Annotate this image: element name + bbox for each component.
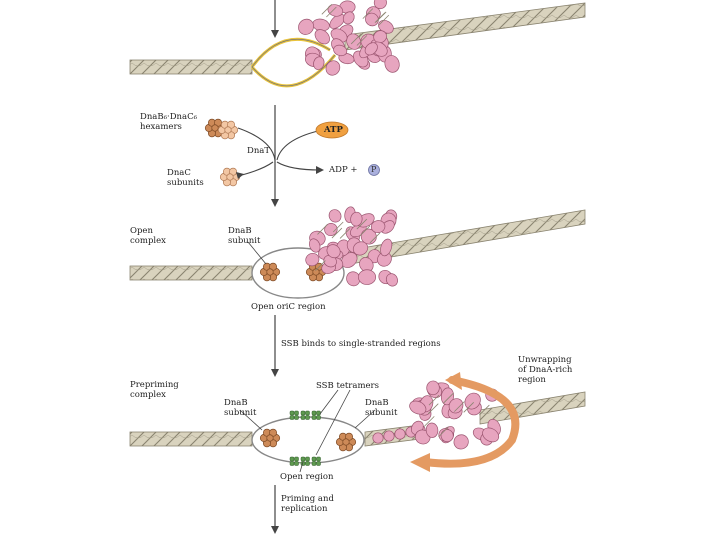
dnaa-bead bbox=[394, 428, 406, 440]
ssb-subunit bbox=[294, 461, 299, 466]
open-oric-region-label: Open oriC region bbox=[251, 302, 326, 312]
stage-4 bbox=[129, 372, 586, 473]
dnaa-protein-cluster-icon bbox=[409, 380, 501, 450]
dnaa-protein bbox=[482, 427, 500, 443]
ssb-subunit bbox=[305, 410, 310, 416]
dnaa-protein bbox=[373, 0, 387, 10]
dnaa-protein bbox=[426, 380, 440, 396]
dnaa-protein bbox=[453, 434, 469, 450]
open-bubble bbox=[250, 37, 337, 88]
ssb-subunit bbox=[300, 415, 306, 420]
dnaa-protein bbox=[370, 220, 386, 234]
ssb-subunit bbox=[289, 456, 295, 462]
atp-label: ATP bbox=[324, 125, 343, 135]
dnab-hexamer-icon bbox=[259, 428, 281, 448]
ssb-subunit bbox=[294, 410, 299, 416]
dnaa-protein bbox=[328, 209, 342, 223]
ssb-subunit bbox=[300, 410, 306, 416]
stage-2 bbox=[204, 118, 380, 187]
dnaa-protein bbox=[440, 429, 454, 443]
dnaa-protein bbox=[313, 56, 325, 70]
dnaa-protein-cluster-icon bbox=[298, 0, 400, 76]
dnaa-protein bbox=[380, 238, 393, 257]
dnaa-protein bbox=[350, 211, 363, 227]
flow-arrows bbox=[271, 0, 279, 534]
dnaa-protein bbox=[373, 30, 387, 44]
dnaa-protein bbox=[358, 269, 377, 285]
ssb-subunit bbox=[311, 410, 317, 416]
ssb-tetramer-icon bbox=[289, 456, 321, 466]
open-bubble bbox=[251, 247, 345, 299]
dnaa-protein bbox=[308, 238, 321, 253]
ssb-subunit bbox=[294, 415, 299, 420]
open-region-label: Open region bbox=[280, 472, 334, 482]
dnac-subunit-icon bbox=[219, 167, 241, 187]
ssb-subunit bbox=[316, 410, 321, 416]
curved-arrow-icon bbox=[410, 372, 520, 472]
phosphate-label: P bbox=[371, 165, 377, 174]
ssb-subunit bbox=[311, 456, 317, 462]
dnaa-protein bbox=[414, 429, 431, 445]
ssb-subunit bbox=[289, 461, 295, 466]
dnaa-protein bbox=[425, 422, 439, 438]
dnaa-protein bbox=[384, 55, 400, 73]
dnaa-bead bbox=[372, 432, 384, 444]
dnaa-bead bbox=[383, 430, 395, 442]
ssb-subunit bbox=[305, 456, 310, 462]
ssb-subunit bbox=[305, 461, 310, 466]
ssb-subunit bbox=[300, 456, 306, 462]
dnaa-protein bbox=[364, 42, 378, 56]
dnaa-protein bbox=[298, 18, 314, 35]
ssb-binds-label: SSB binds to single-stranded regions bbox=[281, 339, 441, 349]
dnaa-protein bbox=[305, 252, 320, 267]
ssb-subunit bbox=[311, 461, 317, 466]
dnaa-protein bbox=[409, 400, 427, 415]
dnaa-protein bbox=[342, 11, 355, 25]
ssb-tetramer-icon bbox=[289, 410, 321, 420]
ssb-subunit bbox=[316, 415, 321, 420]
dnaa-protein bbox=[448, 398, 464, 414]
ssb-subunit bbox=[305, 415, 310, 420]
dnaa-protein bbox=[464, 392, 481, 410]
stage-1 bbox=[129, 0, 586, 88]
ssb-subunit bbox=[316, 456, 321, 462]
ssb-tetramers-label: SSB tetramers bbox=[316, 381, 379, 391]
dnab-hexamer-icon bbox=[259, 262, 281, 282]
phosphate-icon bbox=[368, 164, 380, 176]
ssb-subunit bbox=[311, 415, 317, 420]
ssb-subunit bbox=[289, 415, 295, 420]
adp-label: ADP + bbox=[329, 165, 358, 175]
dnaa-protein bbox=[352, 241, 369, 256]
dnaa-protein bbox=[333, 44, 348, 57]
ssb-subunit bbox=[289, 410, 295, 416]
atp-badge-icon bbox=[315, 121, 349, 139]
dnaa-protein bbox=[385, 273, 398, 287]
dnaa-protein bbox=[324, 223, 338, 237]
dnab-hexamer-icon bbox=[204, 118, 239, 140]
dnaa-protein-cluster-icon bbox=[305, 206, 398, 287]
dnaa-protein bbox=[329, 13, 346, 29]
dnaa-protein bbox=[326, 244, 341, 259]
dnat-label: DnaT bbox=[247, 146, 271, 156]
ssb-subunit bbox=[294, 456, 299, 462]
dnaa-protein bbox=[314, 29, 330, 45]
stage-3 bbox=[129, 206, 586, 299]
dnaa-protein bbox=[440, 387, 454, 406]
dnab-hexamer-icon bbox=[335, 432, 357, 452]
ssb-subunit bbox=[316, 461, 321, 466]
dnaa-protein bbox=[325, 60, 341, 76]
